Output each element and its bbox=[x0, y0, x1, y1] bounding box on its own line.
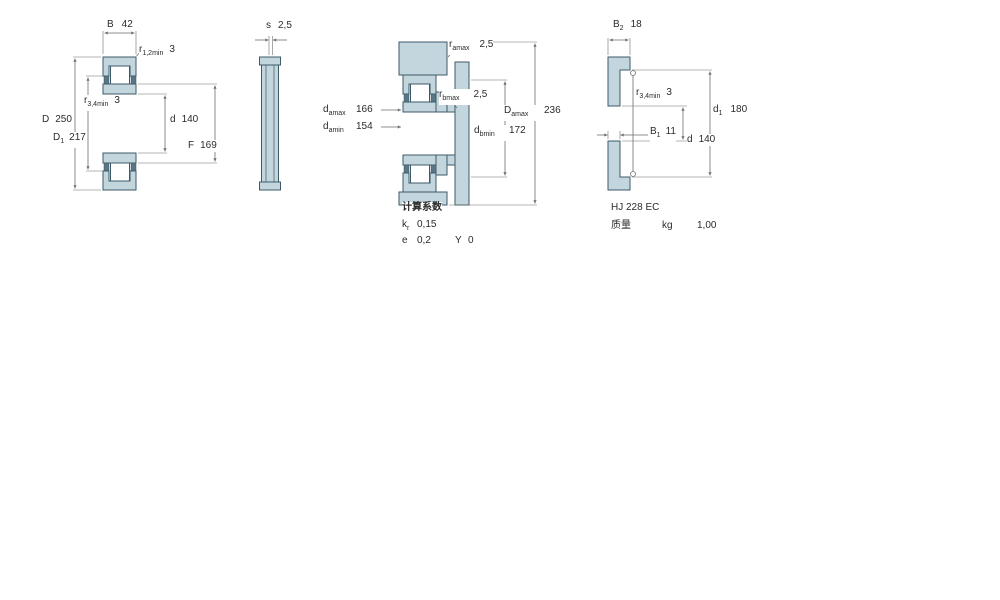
fig3-cage-bottom-right bbox=[430, 164, 437, 174]
fig3-inner-ring-bottom bbox=[402, 154, 437, 166]
fig3-angle-ring-lip-bottom bbox=[446, 154, 456, 166]
fig2-detail-lines bbox=[265, 65, 275, 182]
fig1-outer-ring-bottom bbox=[102, 170, 137, 191]
mass-value: 1,00 bbox=[697, 220, 717, 231]
fig1-cage-bottom-left bbox=[103, 162, 110, 172]
fig2-bottom-cap bbox=[259, 181, 281, 191]
fig3-mounting-drawing bbox=[398, 41, 470, 206]
fig4-r34-marker-bottom bbox=[630, 171, 636, 177]
fig1-inner-ring-top bbox=[102, 83, 137, 95]
fig1-cage-bottom-right bbox=[130, 162, 137, 172]
fig1-roller-top bbox=[110, 65, 130, 85]
fig3-angle-ring-bottom bbox=[435, 154, 448, 176]
fig4-ring-bottom bbox=[607, 140, 631, 191]
mass-unit: kg bbox=[662, 220, 673, 231]
fig3-inner-ring-top bbox=[402, 101, 437, 113]
fig2-bearing-side-view bbox=[259, 56, 281, 191]
fig3-cage-top-left bbox=[403, 93, 410, 103]
angle-ring-designation: HJ 228 EC bbox=[611, 202, 660, 214]
calc-factors-heading: 计算系数 bbox=[402, 202, 442, 214]
fig4-ring-top bbox=[607, 56, 631, 107]
fig1-bearing-cross-section bbox=[102, 56, 137, 191]
fig4-angle-ring-cross-section bbox=[607, 56, 631, 191]
fig2-top-cap bbox=[259, 56, 281, 66]
fig1-extension-lines bbox=[73, 31, 217, 191]
fig2-extension-lines bbox=[268, 36, 273, 55]
fig4-dimensions bbox=[597, 38, 712, 178]
fig3-cage-top-right bbox=[430, 93, 437, 103]
fig3-cage-bottom-left bbox=[403, 164, 410, 174]
fig1-cage-top-left bbox=[103, 75, 110, 85]
fig2-dimensions bbox=[255, 36, 287, 55]
fig3-shaft-collar bbox=[454, 61, 470, 206]
fig1-inner-ring-bottom bbox=[102, 152, 137, 164]
fig1-cage-top-right bbox=[130, 75, 137, 85]
fig3-roller-top bbox=[410, 83, 430, 103]
fig4-r34-marker-top bbox=[630, 70, 636, 76]
mass-label: 质量 bbox=[611, 220, 631, 231]
fig2-body bbox=[261, 64, 279, 183]
fig3-roller-bottom bbox=[410, 164, 430, 184]
fig1-roller-bottom bbox=[110, 162, 130, 182]
fig3-housing-top bbox=[398, 41, 448, 76]
fig3-outer-ring-bottom bbox=[402, 172, 437, 193]
angle-ring-mass-row: 质量 kg 1,00 bbox=[611, 220, 717, 232]
